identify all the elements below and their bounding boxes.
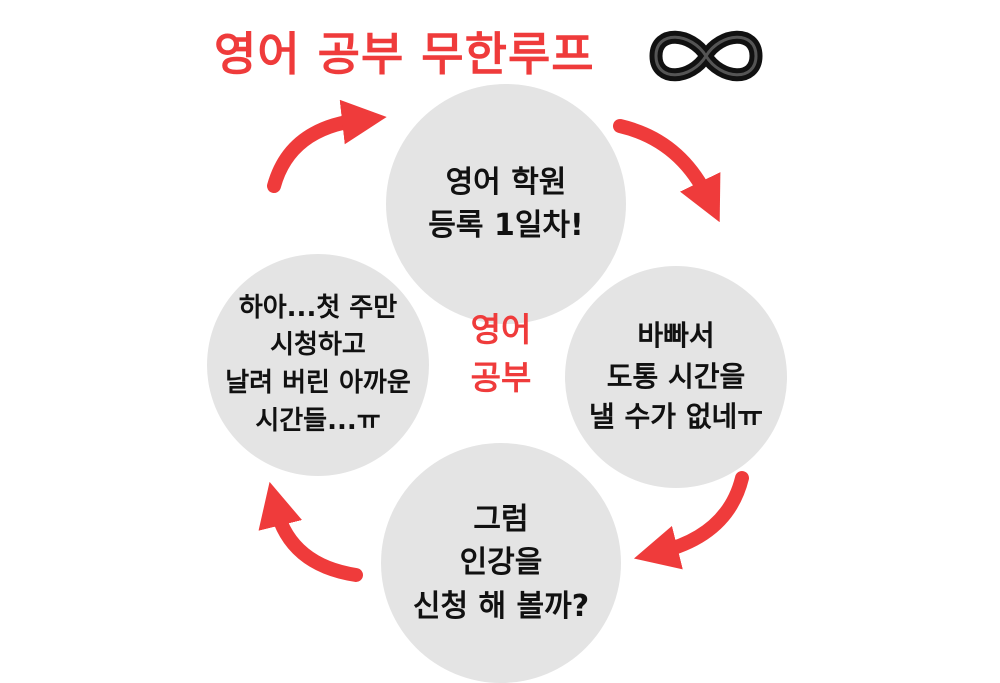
step-circle-wasted-time: 하아...첫 주만 시청하고 날려 버린 아까운 시간들...ㅠ <box>207 254 429 476</box>
step-text-wasted-time: 하아...첫 주만 시청하고 날려 버린 아까운 시간들...ㅠ <box>225 292 411 436</box>
arrow-top-left <box>267 99 387 193</box>
center-label: 영어 공부 <box>470 310 532 397</box>
step-text-online-course: 그럼 인강을 신청 해 볼까? <box>412 501 590 624</box>
diagram-title: 영어 공부 무한루프 <box>214 27 595 81</box>
step-circle-online-course: 그럼 인강을 신청 해 볼까? <box>381 443 621 683</box>
arrow-bottom-left <box>258 481 363 582</box>
step-circle-busy: 바빠서 도통 시간을 낼 수가 없네ㅠ <box>565 266 787 488</box>
step-circle-register: 영어 학원 등록 1일차! <box>386 84 626 324</box>
infinity-icon <box>649 30 763 82</box>
arrow-bottom-right <box>633 471 749 570</box>
step-text-register: 영어 학원 등록 1일차! <box>428 164 584 244</box>
cycle-arrows <box>258 99 749 582</box>
arrow-top-right <box>613 119 721 223</box>
step-text-busy: 바빠서 도통 시간을 낼 수가 없네ㅠ <box>588 319 764 434</box>
